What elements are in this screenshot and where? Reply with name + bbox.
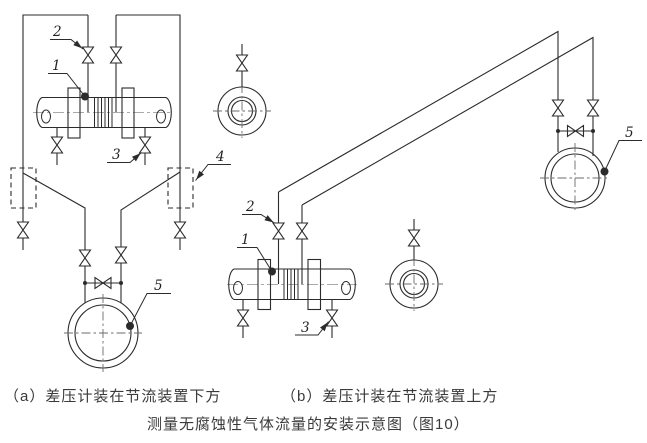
orifice-plate-b (283, 269, 299, 300)
figure-title: 测量无腐蚀性气体流量的安装示意图（图10） (147, 416, 470, 433)
leader-4-a (195, 164, 231, 181)
pipe-break-ellipse (41, 109, 51, 124)
impulse-line-right-a (116, 14, 181, 168)
pipe-break-ellipse (233, 281, 243, 295)
valve-icon (586, 99, 600, 117)
valve-icon (114, 246, 128, 264)
pipe-walls-b (234, 268, 350, 301)
valve-icon (109, 46, 123, 64)
valve-icon (295, 222, 309, 240)
flange-right-a (121, 87, 135, 139)
label-4-a: 4 (215, 149, 225, 165)
valve-icon (236, 309, 250, 327)
pipe-break-right-a (165, 97, 172, 128)
gauge-line-left-a (22, 172, 86, 303)
flange-left-a (67, 87, 81, 139)
junction-dot (556, 129, 560, 133)
label-2-a: 2 (52, 24, 62, 40)
pipe-break-left-b (228, 268, 235, 300)
valve-icon (138, 136, 152, 154)
gauge-line-right-a (120, 171, 181, 303)
valve-icon (173, 221, 187, 239)
labels-a: 2 1 3 4 5 (48, 24, 231, 330)
impulse-line-left-b (278, 30, 559, 193)
junction-dot (83, 281, 87, 285)
valves-a (16, 46, 187, 290)
valve-icon (50, 136, 64, 154)
pipe-break-ellipse (156, 109, 166, 124)
label-3-a: 3 (112, 147, 121, 163)
valve-icon (78, 249, 92, 267)
label-5-a: 5 (154, 278, 163, 294)
impulse-piping-a (22, 14, 181, 303)
leader-5-b (600, 140, 642, 176)
leader-5-a (126, 293, 171, 330)
diagram-b: 2 1 3 5 (227, 30, 642, 338)
valve-icon (551, 99, 565, 117)
pipe-break-right-b (349, 268, 356, 300)
section-crosshair (385, 257, 443, 311)
leader-2-a (50, 39, 84, 50)
dp-gauge-b (540, 143, 610, 213)
pot-left-a (10, 167, 37, 209)
impulse-piping-b (277, 30, 595, 284)
valve-icon (407, 229, 421, 247)
valve-icon (271, 222, 286, 240)
orifice-assembly-a (67, 87, 135, 139)
leader-3-b (295, 321, 329, 336)
label-5-b: 5 (625, 125, 634, 141)
caption-b: （b）差压计装在节流装置上方 (281, 388, 499, 405)
impulse-line-left-a (22, 14, 88, 168)
pipe-break-left-a (36, 97, 43, 128)
label-2-b: 2 (245, 199, 255, 215)
leader-2-b (242, 214, 275, 224)
dp-gauge-a (64, 294, 142, 372)
valve-icon (325, 309, 339, 327)
valve-icon (235, 54, 249, 72)
orifice-plate-a (94, 97, 113, 128)
label-1-b: 1 (241, 232, 250, 248)
pipe-section-view-b (385, 219, 443, 311)
junction-dot (591, 129, 595, 133)
valves-b (236, 99, 600, 327)
label-3-b: 3 (301, 320, 310, 336)
leader-1-b (237, 247, 276, 276)
valve-icon (81, 46, 95, 64)
valve-icon (16, 221, 30, 239)
diagram-a: 2 1 3 4 5 (10, 14, 271, 372)
process-pipe-a (33, 96, 172, 165)
junction-dot (119, 281, 123, 285)
gauge-crosshair (64, 294, 142, 372)
pipe-section-view-a (213, 44, 271, 138)
equalizing-valve-icon (94, 276, 112, 290)
label-1-a: 1 (52, 58, 61, 74)
equalizing-valve-icon (566, 124, 585, 138)
pot-right-a (167, 167, 194, 209)
caption-a: （a）差压计装在节流装置下方 (4, 388, 222, 405)
leader-1-a (48, 73, 89, 101)
pipe-break-ellipse (341, 281, 351, 295)
process-pipe-b (227, 268, 357, 338)
leader-3-a (107, 152, 142, 163)
impulse-line-right-b (301, 36, 594, 206)
labels-b: 2 1 3 5 (237, 125, 642, 336)
gauge-crosshair (540, 143, 610, 213)
flange-right-b (307, 258, 322, 311)
section-crosshair (213, 84, 271, 138)
